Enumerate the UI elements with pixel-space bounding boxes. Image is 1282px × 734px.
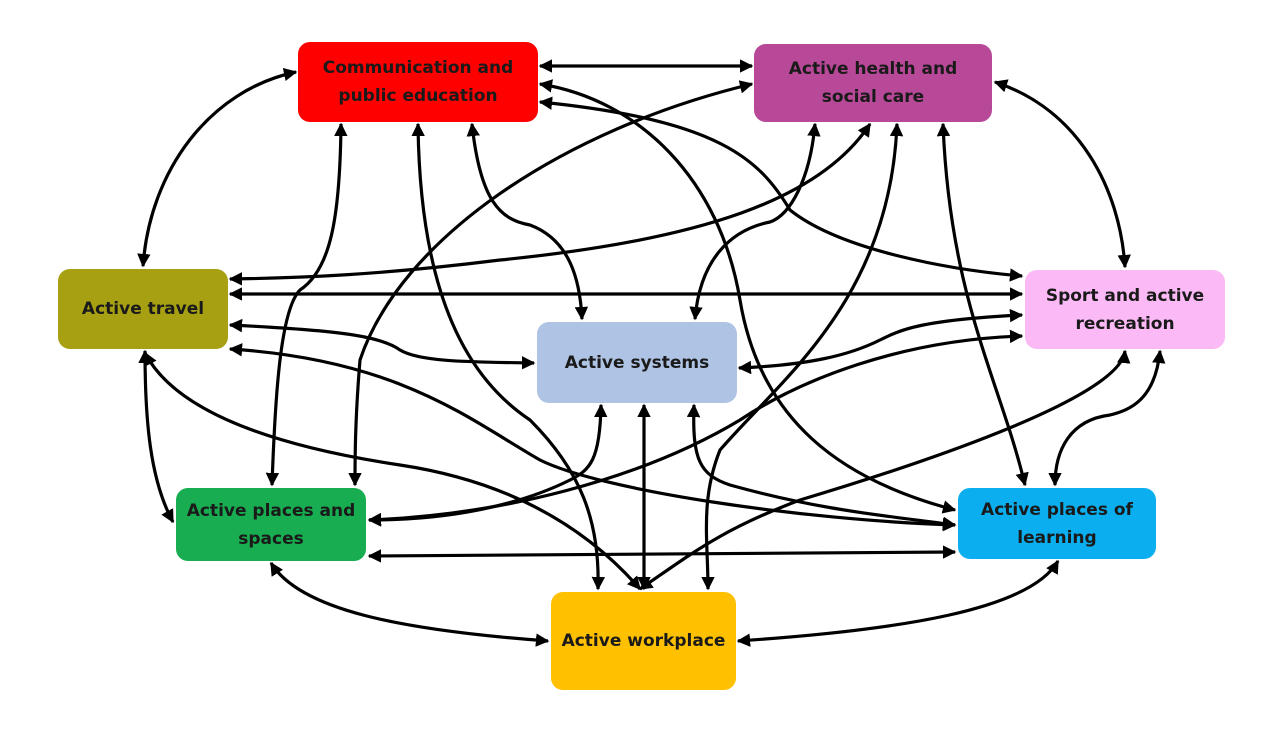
edge-places-learn: [367, 545, 957, 563]
node-active-places-spaces: Active places and spaces: [176, 488, 366, 561]
edge-travel-sys: [228, 318, 536, 370]
node-sport-active-recreation: Sport and active recreation: [1025, 270, 1225, 349]
edge-comm-places: [265, 122, 348, 487]
node-label: Active health and social care: [788, 59, 958, 107]
node-active-systems: Active systems: [537, 322, 737, 403]
edge-comm-travel: [137, 67, 298, 268]
node-label: Sport and active recreation: [1045, 285, 1205, 334]
edge-comm-sport: [538, 96, 1024, 282]
node-communication-public-education: Communication and public education: [298, 42, 538, 122]
node-active-workplace: Active workplace: [551, 592, 736, 690]
edge-sys-places: [367, 403, 608, 527]
node-active-travel: Active travel: [58, 269, 228, 349]
edge-comm-learn: [538, 79, 957, 514]
edge-sys-learn: [686, 403, 957, 531]
edge-learn-work: [736, 559, 1060, 647]
node-label: Active places of learning: [981, 499, 1133, 548]
edge-places-work: [269, 561, 550, 647]
node-label: Active places and spaces: [186, 500, 356, 549]
edge-travel-places: [138, 349, 175, 524]
edge-health-learn: [936, 122, 1029, 487]
edge-sport-learn: [1048, 349, 1166, 487]
node-label: Active travel: [81, 299, 205, 319]
node-active-places-of-learning: Active places of learning: [958, 488, 1156, 559]
node-label: Communication and public education: [322, 58, 514, 106]
node-label: Active systems: [564, 352, 710, 373]
edge-health-sport: [993, 79, 1131, 269]
node-label: Active workplace: [561, 631, 726, 651]
node-active-health-social-care: Active health and social care: [754, 44, 992, 122]
